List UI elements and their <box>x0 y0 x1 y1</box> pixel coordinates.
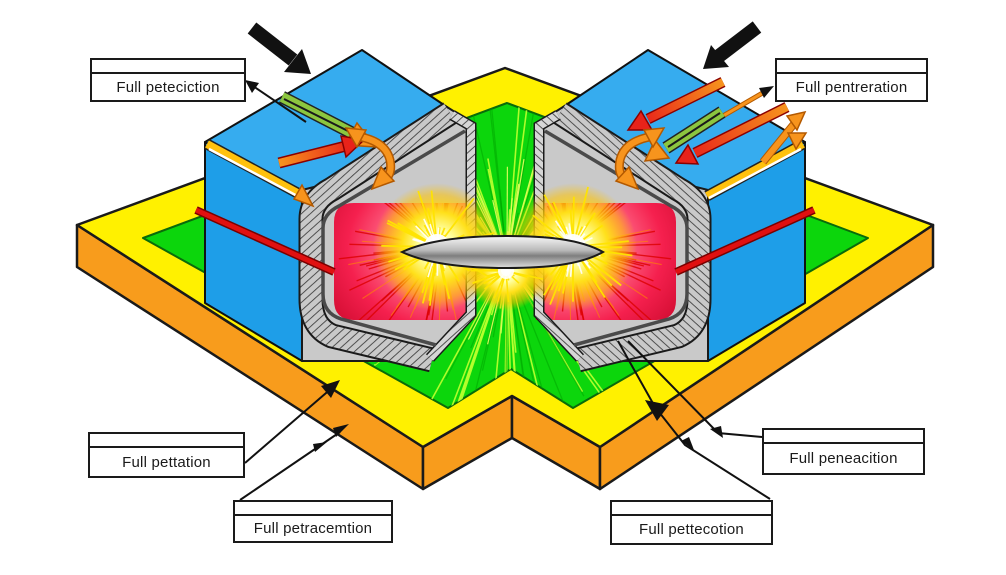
label-strip <box>764 430 923 444</box>
label-strip <box>90 434 243 448</box>
arrows-right-box <box>614 77 808 191</box>
label-text-top-right: Full pentreration <box>795 78 908 96</box>
inner-layer-line <box>321 129 466 347</box>
edge-strip <box>204 139 306 201</box>
label-strip <box>92 60 244 74</box>
label-strip <box>235 502 391 516</box>
label-box-top-right: Full pentreration <box>775 58 928 102</box>
leader-lines <box>239 80 771 501</box>
strip-arrowhead-right <box>786 132 808 151</box>
strip-arrowhead-left <box>292 183 315 208</box>
label-text-bottom-center-left: Full petracemtion <box>253 520 373 537</box>
arrows-left-box <box>277 91 396 208</box>
label-strip <box>777 60 926 74</box>
bold-arrow-left <box>247 22 311 74</box>
spindle <box>399 234 606 270</box>
label-box-bottom-left: Full pettation <box>88 432 245 478</box>
label-box-top-left: Full peteciction <box>90 58 246 102</box>
bold-arrow-right <box>703 21 762 69</box>
label-strip <box>612 502 771 516</box>
label-text-bottom-center-right: Full pettecotion <box>639 521 744 538</box>
label-text-top-left: Full peteciction <box>116 78 220 96</box>
label-box-bottom-center-left: Full petracemtion <box>233 500 393 543</box>
label-text-bottom-right: Full peneacition <box>789 450 898 467</box>
field-line-red <box>194 206 336 276</box>
label-text-bottom-left: Full pettation <box>122 453 211 471</box>
label-box-bottom-center-right: Full pettecotion <box>610 500 773 545</box>
label-box-bottom-right: Full peneacition <box>762 428 925 475</box>
leader-arrowhead-top-right <box>759 86 774 98</box>
